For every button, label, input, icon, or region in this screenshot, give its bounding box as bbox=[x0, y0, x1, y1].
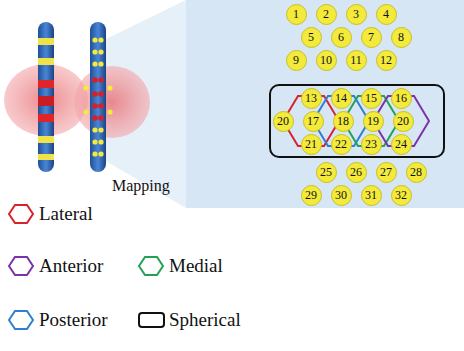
circle-number: 2 bbox=[323, 8, 329, 20]
circle-number: 21 bbox=[305, 138, 317, 150]
numbered-circle: 13 bbox=[301, 88, 322, 109]
numbered-circle: 31 bbox=[361, 185, 382, 206]
circle-number: 7 bbox=[368, 31, 374, 43]
circle-number: 28 bbox=[410, 166, 422, 178]
legend-text: Medial bbox=[169, 256, 223, 275]
numbered-circle: 3 bbox=[346, 4, 367, 25]
numbered-circle: 26 bbox=[346, 162, 367, 183]
numbered-circle: 30 bbox=[331, 185, 352, 206]
circle-number: 8 bbox=[398, 31, 404, 43]
circle-number: 19 bbox=[367, 115, 379, 127]
numbered-circle: 10 bbox=[316, 50, 337, 71]
circle-number: 3 bbox=[353, 8, 359, 20]
circle-number: 16 bbox=[395, 92, 407, 104]
circle-number: 5 bbox=[308, 31, 314, 43]
numbered-circle: 4 bbox=[376, 4, 397, 25]
numbered-circle: 2 bbox=[316, 4, 337, 25]
legend-text: Lateral bbox=[39, 204, 93, 223]
circle-number: 29 bbox=[305, 189, 317, 201]
circle-number: 6 bbox=[338, 31, 344, 43]
circle-number: 20 bbox=[277, 115, 289, 127]
circle-number: 1 bbox=[293, 8, 299, 20]
numbered-circle: 22 bbox=[331, 134, 352, 155]
numbered-circle: 28 bbox=[406, 162, 427, 183]
circle-number: 13 bbox=[305, 92, 317, 104]
numbered-circle: 16 bbox=[391, 88, 412, 109]
legend-sample bbox=[9, 311, 33, 329]
numbered-circle: 6 bbox=[331, 27, 352, 48]
numbered-circle: 20 bbox=[393, 111, 414, 132]
numbered-circle: 29 bbox=[301, 185, 322, 206]
legend-sample bbox=[9, 257, 33, 275]
numbered-circle: 5 bbox=[301, 27, 322, 48]
legend-sample bbox=[139, 313, 164, 327]
mapping-label: Mapping bbox=[112, 178, 170, 194]
numbered-circle: 32 bbox=[391, 185, 412, 206]
legend-sample bbox=[9, 205, 33, 223]
numbered-circle: 11 bbox=[346, 50, 367, 71]
circle-number: 4 bbox=[383, 8, 389, 20]
legend-sample bbox=[139, 257, 163, 275]
circle-number: 14 bbox=[335, 92, 347, 104]
numbered-circle: 1 bbox=[286, 4, 307, 25]
numbered-circle: 24 bbox=[391, 134, 412, 155]
legend-text: Spherical bbox=[169, 310, 241, 329]
circle-number: 31 bbox=[365, 189, 377, 201]
circle-number: 23 bbox=[365, 138, 377, 150]
numbered-circle: 20 bbox=[273, 111, 294, 132]
numbered-circle: 17 bbox=[303, 111, 324, 132]
circle-number: 17 bbox=[307, 115, 319, 127]
numbered-circle: 27 bbox=[376, 162, 397, 183]
numbered-circle: 23 bbox=[361, 134, 382, 155]
circle-number: 20 bbox=[397, 115, 409, 127]
legend-text: Posterior bbox=[39, 310, 108, 329]
numbered-circle: 18 bbox=[333, 111, 354, 132]
circle-number: 11 bbox=[350, 54, 362, 66]
numbered-circle: 19 bbox=[363, 111, 384, 132]
numbered-circle: 21 bbox=[301, 134, 322, 155]
legend-text: Anterior bbox=[39, 256, 103, 275]
circle-number: 26 bbox=[350, 166, 362, 178]
circle-number: 10 bbox=[320, 54, 332, 66]
circle-number: 9 bbox=[293, 54, 299, 66]
numbered-circle: 15 bbox=[361, 88, 382, 109]
circle-number: 32 bbox=[395, 189, 407, 201]
numbered-circle: 8 bbox=[391, 27, 412, 48]
circle-number: 12 bbox=[380, 54, 392, 66]
circle-number: 30 bbox=[335, 189, 347, 201]
numbered-circle: 14 bbox=[331, 88, 352, 109]
circle-number: 24 bbox=[395, 138, 407, 150]
circle-number: 27 bbox=[380, 166, 392, 178]
numbered-circle: 9 bbox=[286, 50, 307, 71]
circle-number: 15 bbox=[365, 92, 377, 104]
circle-number: 18 bbox=[337, 115, 349, 127]
circle-number: 25 bbox=[320, 166, 332, 178]
circle-number: 22 bbox=[335, 138, 347, 150]
numbered-circle: 25 bbox=[316, 162, 337, 183]
numbered-circle: 7 bbox=[361, 27, 382, 48]
numbered-circle: 12 bbox=[376, 50, 397, 71]
